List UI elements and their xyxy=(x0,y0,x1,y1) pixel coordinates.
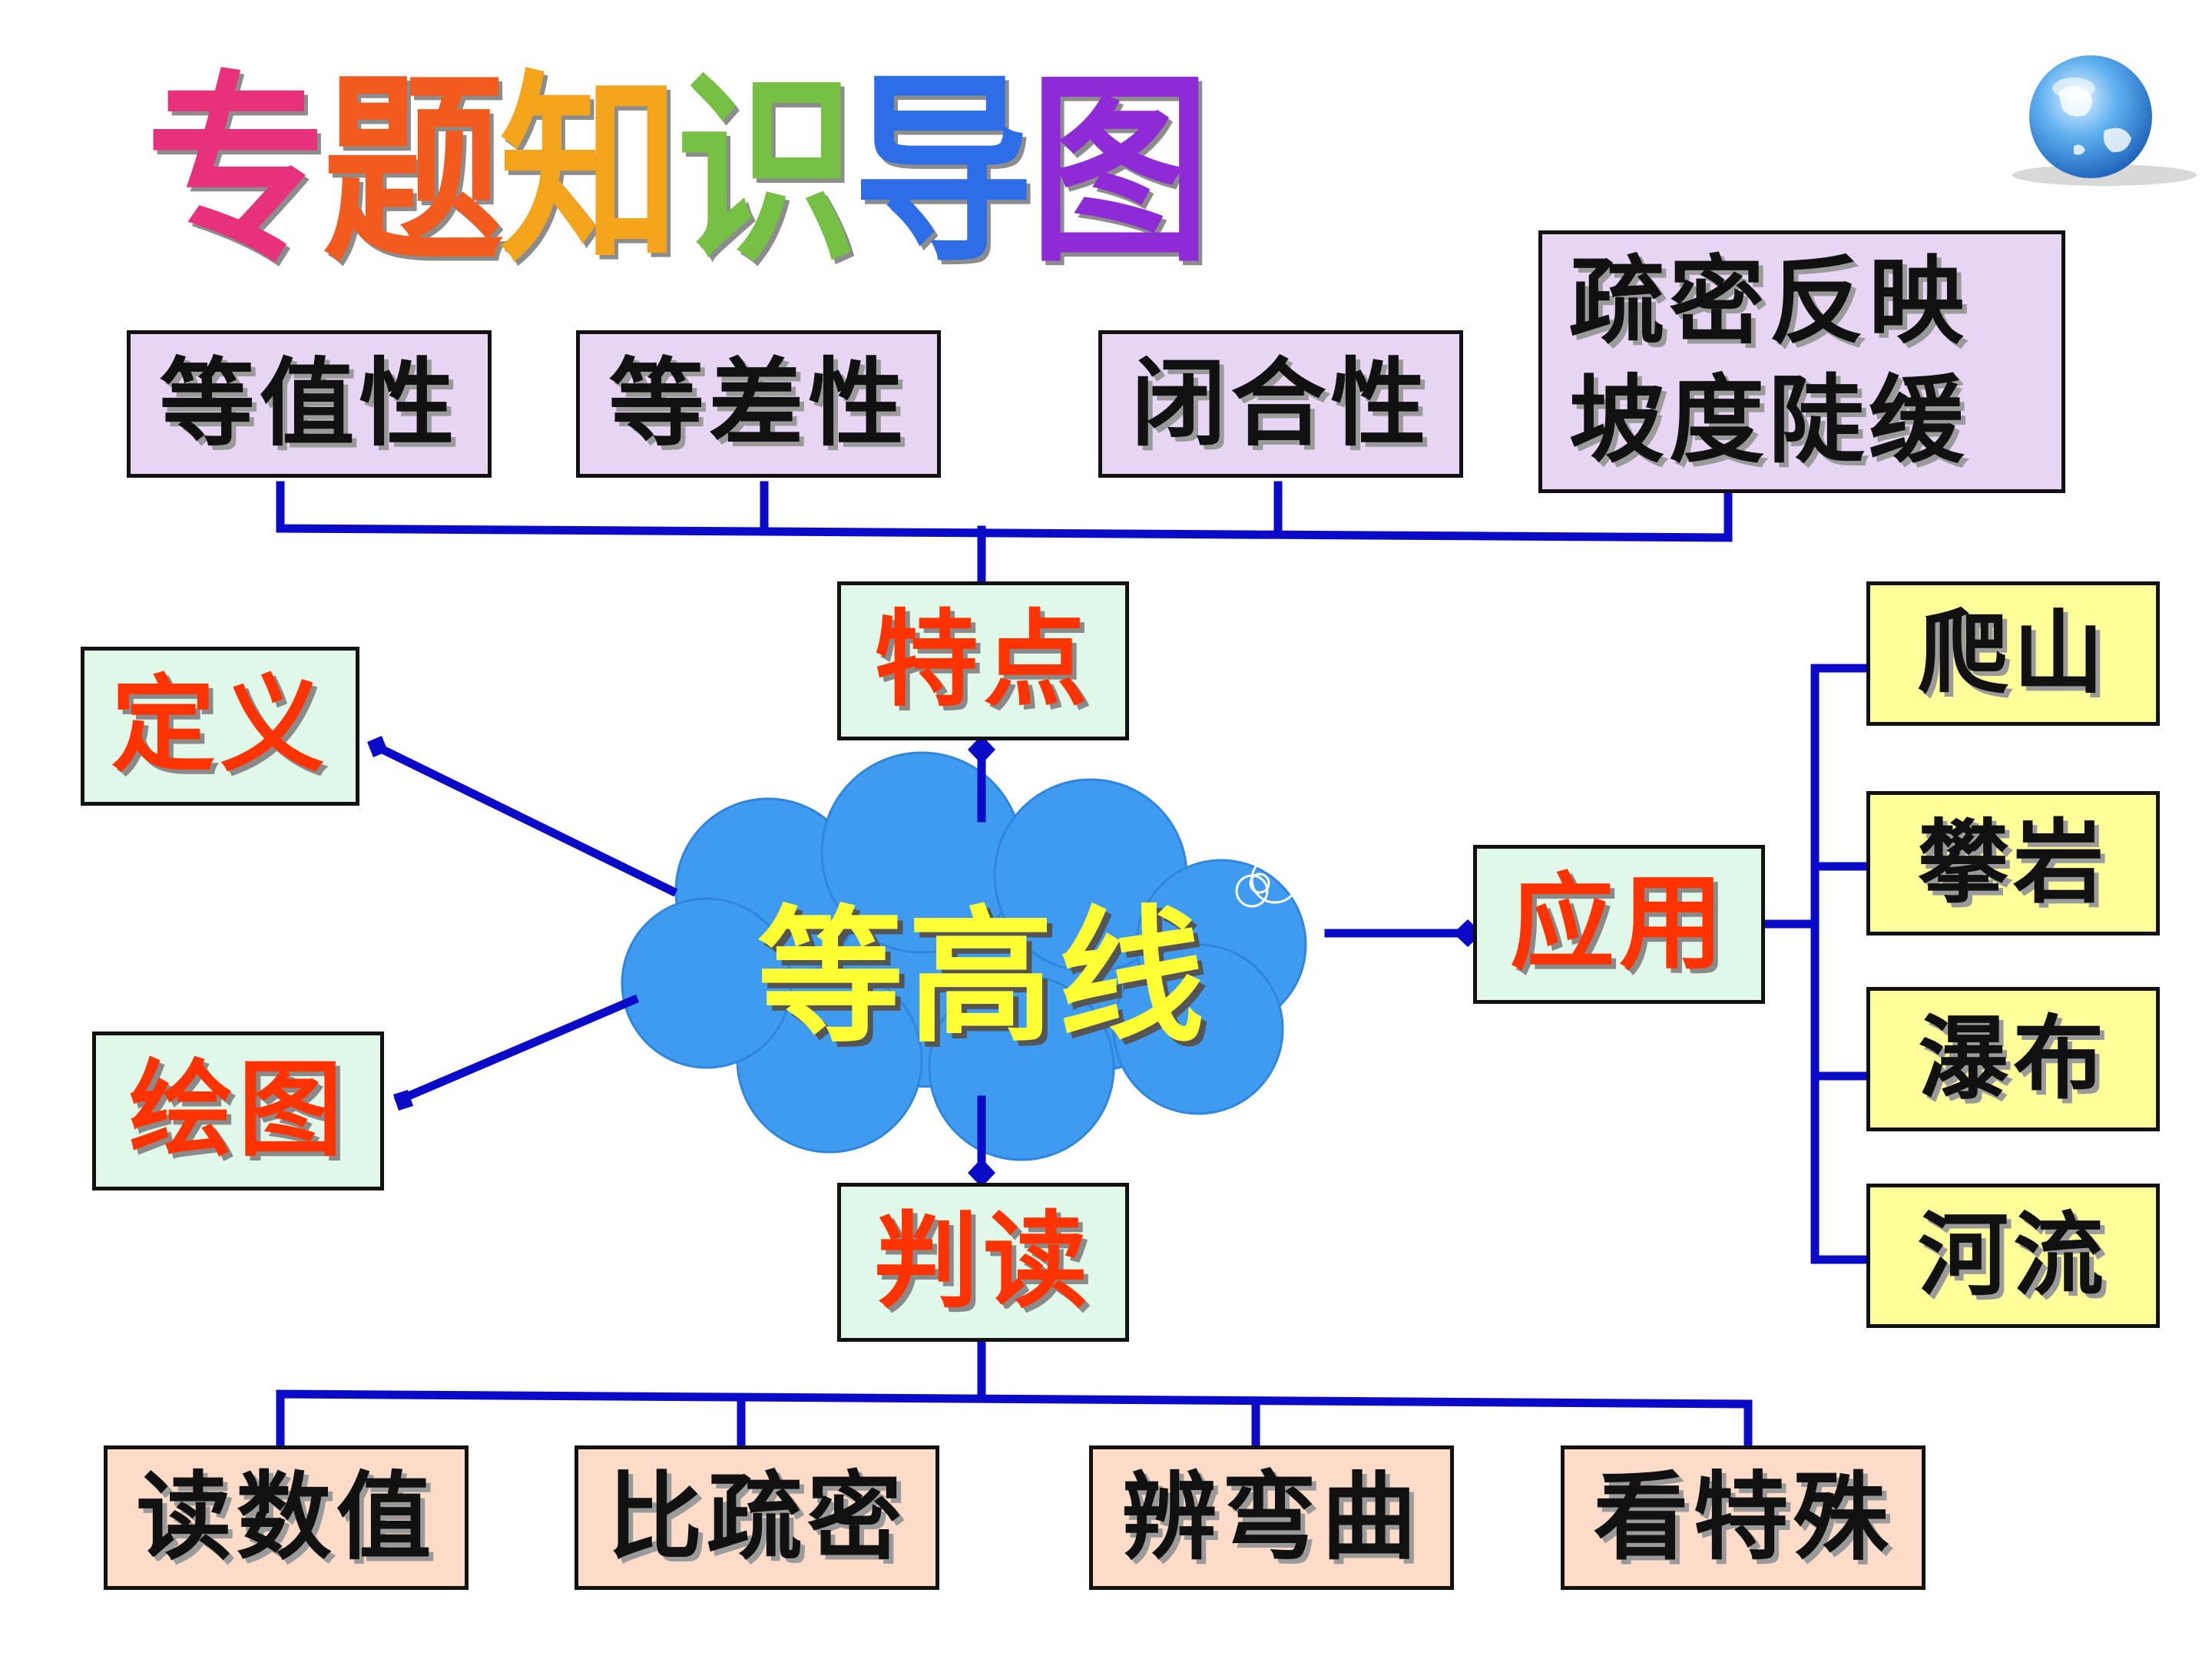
application-item-river: 河流 xyxy=(1866,1184,2160,1328)
arrowhead-drawing xyxy=(393,1090,413,1111)
reading-item-values: 读数值 xyxy=(104,1445,469,1590)
title-char: 识 xyxy=(676,50,858,290)
cloud-bubbles xyxy=(1235,855,1300,908)
cloud-shape xyxy=(621,751,1307,1161)
arrowhead-definition xyxy=(367,736,388,757)
title-char: 导 xyxy=(853,50,1035,290)
definition-node: 定义 xyxy=(81,647,359,806)
reading-node: 判读 xyxy=(837,1183,1129,1342)
application-item-waterfall: 瀑布 xyxy=(1866,987,2160,1131)
title-char: 专 xyxy=(146,50,328,290)
center-node-label: 等高线 xyxy=(757,892,1209,1062)
connector-application-bracket xyxy=(1810,664,1871,1264)
arrowhead-reading xyxy=(968,1158,995,1187)
application-item-rock-climbing: 攀岩 xyxy=(1866,791,2160,935)
reading-item-special: 看特殊 xyxy=(1561,1445,1926,1590)
globe-icon xyxy=(2012,55,2197,186)
feature-item-closed: 闭合性 xyxy=(1098,330,1463,478)
feature-item-density-slope: 疏密反映 坡度陡缓 xyxy=(1538,230,2065,493)
title-char: 图 xyxy=(1029,50,1211,290)
reading-item-curves: 辨弯曲 xyxy=(1089,1445,1454,1590)
reading-item-density: 比疏密 xyxy=(575,1445,939,1590)
arrowhead-features xyxy=(968,735,995,764)
feature-item-equal-interval: 等差性 xyxy=(576,330,941,478)
connector-definition xyxy=(370,740,678,897)
page-title: 专题知识导图 xyxy=(146,51,1210,290)
connector-drawing xyxy=(393,994,640,1106)
drawing-node: 绘图 xyxy=(92,1031,384,1190)
title-char: 题 xyxy=(323,50,505,290)
connector-reading-bracket xyxy=(276,1389,1753,1452)
feature-item-equal-value: 等值性 xyxy=(127,330,492,478)
application-node: 应用 xyxy=(1473,845,1765,1004)
features-node: 特点 xyxy=(837,581,1129,740)
title-char: 知 xyxy=(499,50,681,290)
application-item-climbing: 爬山 xyxy=(1866,581,2160,726)
connector-features-bracket xyxy=(276,481,1733,542)
